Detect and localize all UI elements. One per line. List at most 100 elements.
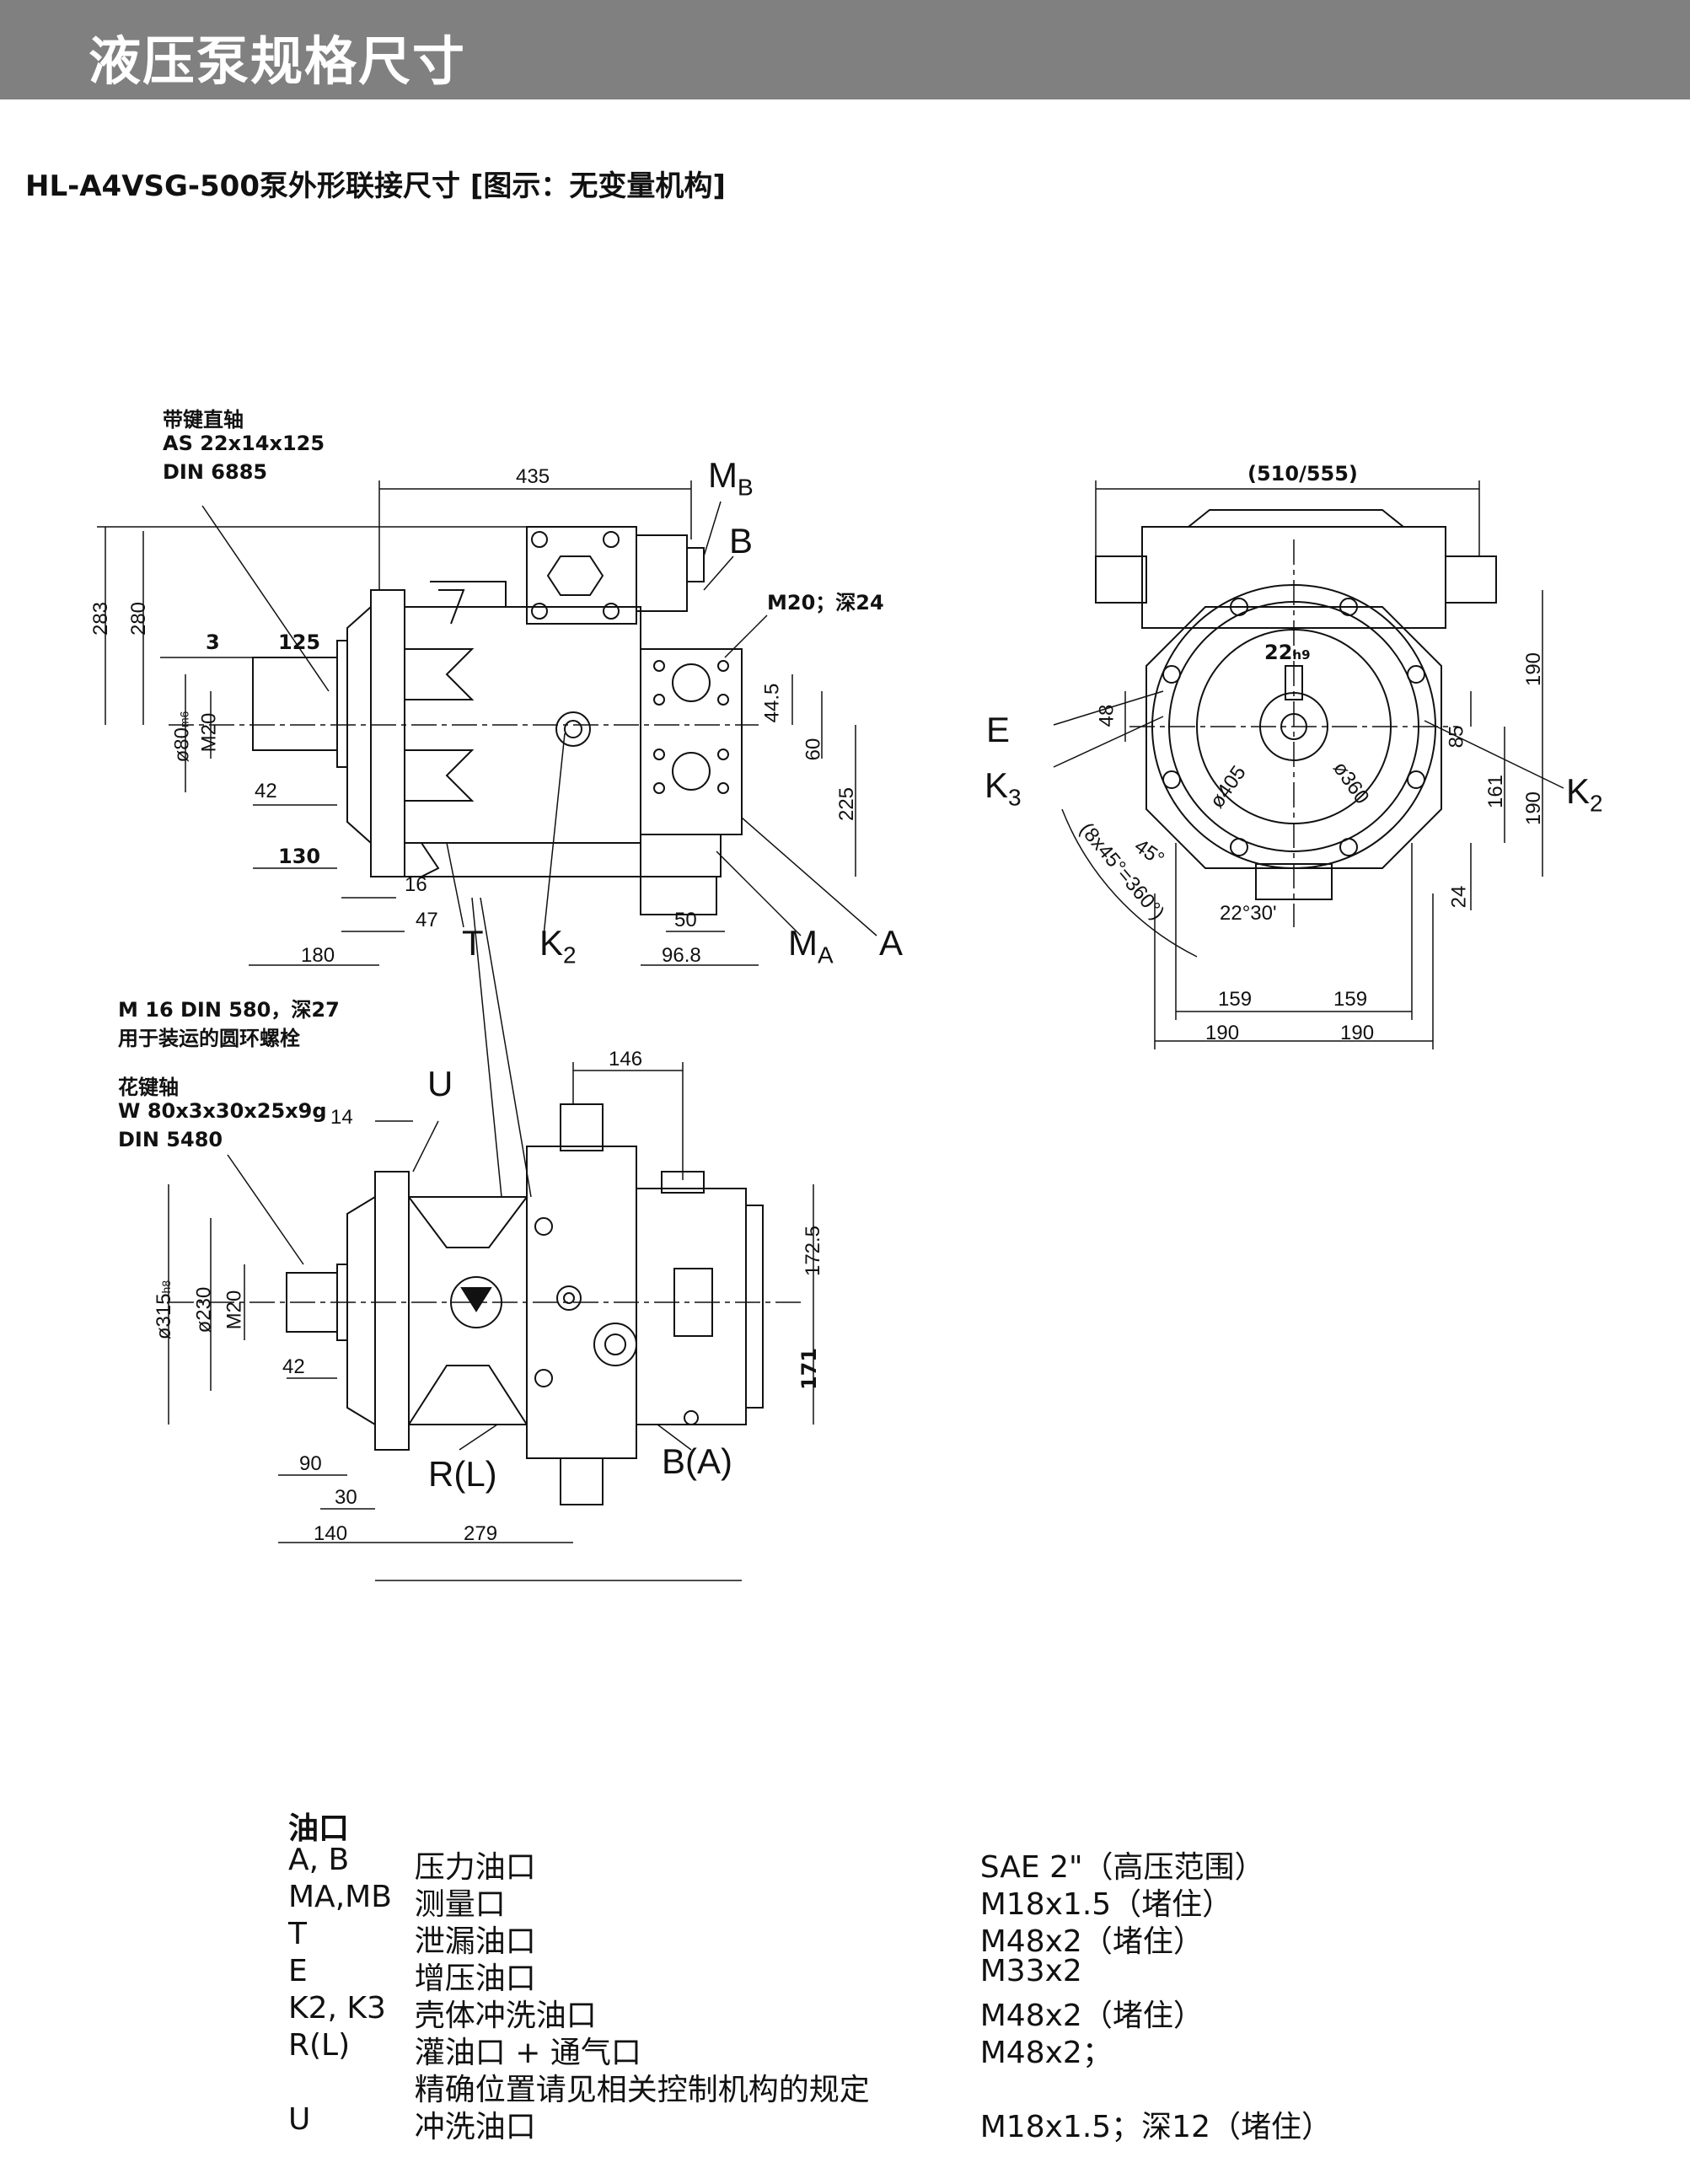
port-u: U: [427, 1064, 453, 1103]
port-k2: K2: [539, 923, 577, 969]
dim-280: 280: [127, 601, 151, 636]
table-row: E 增压油口 M33x2: [288, 1954, 1384, 1996]
port-spec: SAE 2"（高压范围）: [979, 1850, 1265, 1885]
dim-d315: ø315h8: [153, 1280, 176, 1340]
port-desc: 压力油口: [414, 1850, 536, 1885]
spline-note-line1: 花键轴: [118, 1076, 179, 1099]
shaft-note-line1: 带键直轴: [163, 408, 244, 432]
dim-22-30: 22°30': [1220, 902, 1277, 925]
table-row: R(L) 灌油口 + 通气口 M48x2；: [288, 2028, 1384, 2070]
port-mb: MB: [708, 455, 754, 501]
port-t: T: [462, 923, 484, 963]
dim-159-b: 159: [1333, 988, 1368, 1011]
port-desc: 增压油口: [414, 1961, 536, 1996]
dim-435: 435: [516, 465, 550, 488]
dim-510-555: (510/555): [1247, 462, 1358, 486]
spline-note-line3: DIN 5480: [118, 1128, 223, 1151]
port-code: U: [288, 2102, 311, 2137]
dim-m20: M20: [197, 712, 221, 753]
table-row: MA,MB 测量口 M18x1.5（堵住）: [288, 1880, 1384, 1922]
dim-22-h9: 22h9: [1264, 641, 1311, 664]
dim-44-5: 44.5: [760, 683, 784, 723]
eye-bolt-note-line1: M 16 DIN 580，深27: [118, 998, 340, 1022]
side-view-top: [97, 480, 877, 966]
dim-159-a: 159: [1218, 988, 1253, 1011]
port-code: K2, K3: [288, 1991, 386, 2026]
shaft-note-line2: AS 22x14x125: [163, 432, 325, 455]
port-ma: MA: [788, 923, 834, 969]
table-row: U 冲洗油口 M18x1.5；深12（堵住）: [288, 2102, 1384, 2144]
dim-279: 279: [464, 1522, 498, 1545]
dim-50: 50: [674, 909, 697, 931]
dim-225: 225: [835, 786, 859, 822]
port-b: B: [729, 521, 754, 561]
port-k2-front: K2: [1566, 771, 1603, 817]
dim-14: 14: [330, 1106, 353, 1129]
port-b-a: B(A): [662, 1441, 732, 1481]
port-code: T: [288, 1917, 307, 1951]
dim-48: 48: [1095, 704, 1119, 727]
port-code: E: [288, 1954, 308, 1988]
port-spec: M33x2: [979, 1954, 1082, 1988]
dim-190-d: 190: [1340, 1022, 1375, 1044]
port-a: A: [879, 923, 904, 963]
port-table-title: 油口: [288, 1811, 350, 1846]
dim-190-b: 190: [1522, 791, 1546, 826]
port-desc: 精确位置请见相关控制机构的规定: [414, 2073, 870, 2107]
drawing-subtitle: HL-A4VSG-500泵外形联接尺寸 [图示：无变量机构]: [25, 169, 726, 203]
dim-3: 3: [206, 631, 220, 654]
dim-16: 16: [405, 873, 427, 896]
eye-bolt-note-line2: 用于装运的圆环螺栓: [118, 1027, 300, 1050]
dim-m20-bottom: M20: [223, 1290, 246, 1330]
port-desc: 灌油口 + 通气口: [414, 2036, 641, 2070]
port-e: E: [986, 710, 1011, 749]
dim-42-bottom: 42: [282, 1355, 305, 1378]
page-title: 液压泵规格尺寸: [89, 30, 467, 92]
port-desc: 壳体冲洗油口: [414, 1999, 597, 2033]
port-k3: K3: [984, 765, 1022, 811]
table-row: K2, K3 壳体冲洗油口 M48x2（堵住）: [288, 1991, 1384, 2033]
port-spec: M48x2（堵住）: [979, 1999, 1204, 2033]
dim-190-a: 190: [1522, 652, 1546, 687]
thread-note: M20；深24: [767, 591, 884, 614]
port-spec: M48x2（堵住）: [979, 1924, 1204, 1959]
spline-note-line2: W 80x3x30x25x9g: [118, 1099, 327, 1123]
dim-30: 30: [335, 1486, 357, 1509]
dim-125: 125: [278, 631, 321, 654]
dim-d230: ø230: [192, 1286, 216, 1333]
port-table: 油口 A, B 压力油口 SAE 2"（高压范围） MA,MB 测量口 M18x…: [288, 1804, 1384, 2144]
dim-24: 24: [1447, 885, 1471, 909]
dim-d80: ø80m6: [170, 711, 194, 763]
dim-283: 283: [89, 601, 113, 636]
dim-161: 161: [1484, 774, 1508, 809]
table-row: A, B 压力油口 SAE 2"（高压范围）: [288, 1843, 1384, 1885]
dim-171: 171: [797, 1347, 822, 1391]
dim-146: 146: [609, 1048, 643, 1071]
port-spec: M18x1.5；深12（堵住）: [979, 2110, 1332, 2144]
dim-47: 47: [416, 909, 438, 931]
dim-180: 180: [301, 944, 335, 967]
port-code: A, B: [288, 1843, 350, 1877]
header-bar: [0, 0, 1690, 99]
plan-view-bottom: [168, 897, 814, 1581]
dim-96-8: 96.8: [662, 944, 701, 967]
port-spec: M18x1.5（堵住）: [979, 1887, 1233, 1922]
dim-172-5: 172.5: [802, 1225, 825, 1277]
dim-90: 90: [299, 1452, 322, 1475]
table-row: 精确位置请见相关控制机构的规定: [288, 2065, 1384, 2107]
dim-42: 42: [255, 780, 277, 802]
dim-140: 140: [314, 1522, 348, 1545]
port-code: R(L): [288, 2028, 351, 2063]
port-code: MA,MB: [288, 1880, 392, 1914]
port-r-l: R(L): [428, 1454, 497, 1494]
port-spec: M48x2；: [979, 2036, 1113, 2070]
front-view: [1053, 480, 1564, 1049]
dim-130: 130: [278, 845, 321, 868]
dim-190-c: 190: [1205, 1022, 1240, 1044]
port-desc: 泄漏油口: [414, 1924, 536, 1959]
dim-85: 85: [1445, 725, 1468, 749]
port-desc: 冲洗油口: [414, 2110, 536, 2144]
dim-60: 60: [802, 738, 825, 761]
shaft-note-line3: DIN 6885: [163, 460, 268, 484]
